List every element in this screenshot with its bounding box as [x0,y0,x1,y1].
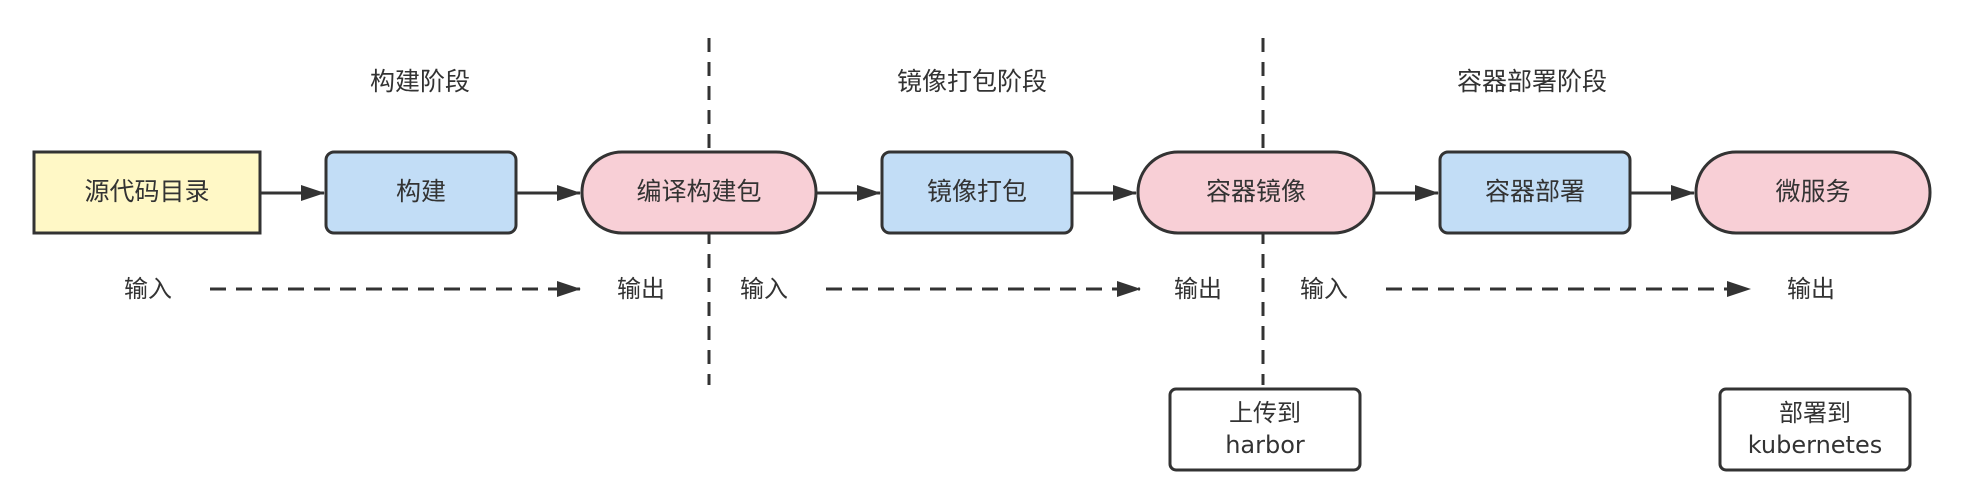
node-service: 微服务 [1694,150,1932,235]
stage-title-deploy: 容器部署阶段 [1457,67,1607,96]
node-deploy-label: 容器部署 [1485,177,1585,206]
node-image: 容器镜像 [1136,150,1376,235]
note-upload-harbor-line2: harbor [1225,431,1305,459]
note-deploy-kubernetes-line2: kubernetes [1748,431,1882,459]
node-source: 源代码目录 [32,150,262,235]
node-source-label: 源代码目录 [84,177,209,206]
node-image-label: 容器镜像 [1206,177,1306,206]
node-package-label: 镜像打包 [927,177,1027,206]
node-deploy: 容器部署 [1438,150,1632,235]
note-upload-harbor-line1: 上传到 [1229,399,1301,427]
node-artifact-label: 编译构建包 [636,177,761,206]
node-package: 镜像打包 [880,150,1074,235]
io-output-label-deploy: 输出 [1787,275,1835,303]
node-artifact: 编译构建包 [580,150,818,235]
io-input-label-package: 输入 [740,275,788,303]
note-deploy-kubernetes-line1: 部署到 [1779,399,1851,427]
node-build-label: 构建 [396,177,446,206]
io-output-label-package: 输出 [1174,275,1222,303]
stage-title-build: 构建阶段 [370,67,470,96]
io-input-label-build: 输入 [124,275,172,303]
io-output-label-build: 输出 [617,275,665,303]
stage-title-package: 镜像打包阶段 [897,67,1047,96]
io-input-label-deploy: 输入 [1300,275,1348,303]
note-upload-harbor: 上传到 harbor [1168,387,1362,472]
note-deploy-kubernetes: 部署到 kubernetes [1718,387,1912,472]
node-service-label: 微服务 [1775,177,1850,206]
node-build: 构建 [324,150,518,235]
